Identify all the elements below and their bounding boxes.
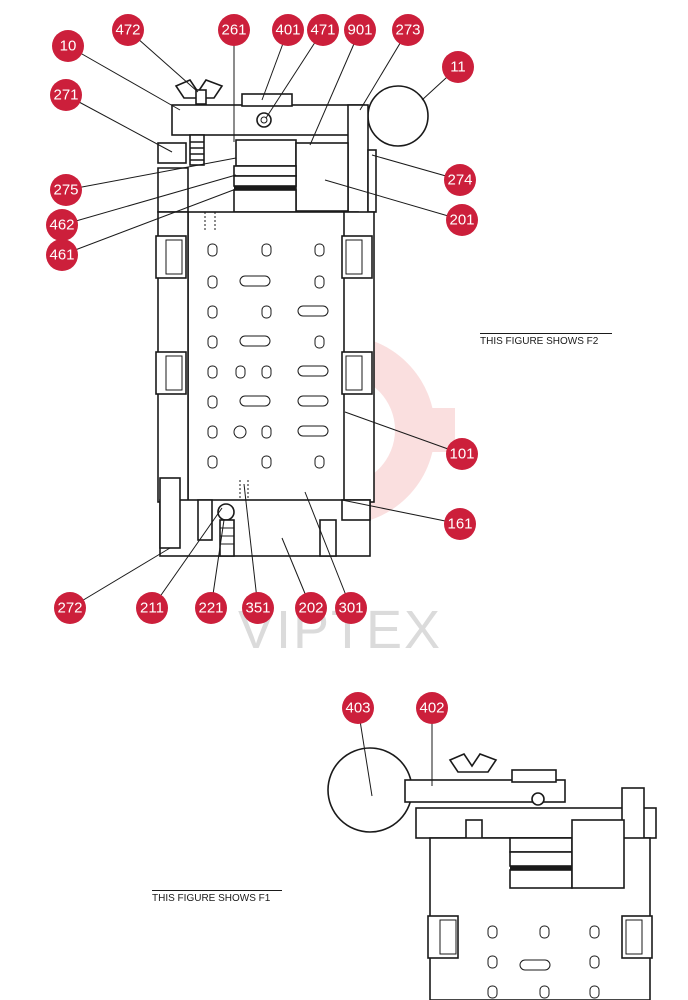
- inset-ball-knob: [327, 747, 413, 833]
- callout-901: 901: [344, 14, 376, 46]
- callout-label-101: 101: [449, 446, 474, 463]
- callout-label-472: 472: [115, 22, 140, 39]
- callout-label-901: 901: [347, 22, 372, 39]
- callout-201: 201: [446, 204, 478, 236]
- inset-lever-arm: [404, 779, 566, 803]
- callout-label-401: 401: [275, 22, 300, 39]
- callout-label-403: 403: [345, 700, 370, 717]
- callout-label-274: 274: [447, 172, 472, 189]
- callout-261: 261: [218, 14, 250, 46]
- callout-label-10: 10: [60, 38, 77, 55]
- callout-label-211: 211: [140, 600, 164, 617]
- callout-11: 11: [442, 51, 474, 83]
- callout-272: 272: [54, 592, 86, 624]
- callout-label-11: 11: [450, 59, 466, 76]
- callout-label-462: 462: [49, 217, 74, 234]
- callout-401: 401: [272, 14, 304, 46]
- callout-471: 471: [307, 14, 339, 46]
- figure-f2: [155, 79, 429, 557]
- callout-label-202: 202: [298, 600, 323, 617]
- vise-body: [155, 167, 375, 503]
- caption-f2: THIS FIGURE SHOWS F2: [480, 333, 612, 347]
- callout-221: 221: [195, 592, 227, 624]
- callout-273: 273: [392, 14, 424, 46]
- callout-351: 351: [242, 592, 274, 624]
- callout-10: 10: [52, 30, 84, 62]
- callout-301: 301: [335, 592, 367, 624]
- callout-label-272: 272: [57, 600, 82, 617]
- hole-pattern: [207, 243, 329, 469]
- callout-461: 461: [46, 239, 78, 271]
- top-clamp-bar: [171, 93, 365, 136]
- callout-label-261: 261: [221, 22, 246, 39]
- callout-402: 402: [416, 692, 448, 724]
- callout-label-221: 221: [198, 600, 223, 617]
- callout-274: 274: [444, 164, 476, 196]
- upper-jaw-assembly: [157, 139, 349, 213]
- caption-f1: THIS FIGURE SHOWS F1: [152, 890, 282, 904]
- callout-label-301: 301: [338, 600, 363, 617]
- clamp-screw: [189, 134, 205, 166]
- callout-label-271: 271: [53, 87, 78, 104]
- callout-label-461: 461: [49, 247, 74, 264]
- callout-275: 275: [50, 174, 82, 206]
- callout-label-402: 402: [419, 700, 444, 717]
- callout-label-471: 471: [310, 22, 335, 39]
- callout-label-351: 351: [245, 600, 270, 617]
- callout-403: 403: [342, 692, 374, 724]
- callout-462: 462: [46, 209, 78, 241]
- callout-202: 202: [295, 592, 327, 624]
- callout-label-273: 273: [395, 22, 420, 39]
- callout-211: 211: [136, 592, 168, 624]
- callout-161: 161: [444, 508, 476, 540]
- callout-label-275: 275: [53, 182, 78, 199]
- callout-271: 271: [50, 79, 82, 111]
- callout-label-201: 201: [449, 212, 474, 229]
- figure-f1-inset: [327, 747, 657, 1000]
- wing-nut: [174, 79, 224, 105]
- callout-472: 472: [112, 14, 144, 46]
- callout-label-161: 161: [447, 516, 472, 533]
- callout-101: 101: [446, 438, 478, 470]
- ball-knob: [367, 85, 429, 147]
